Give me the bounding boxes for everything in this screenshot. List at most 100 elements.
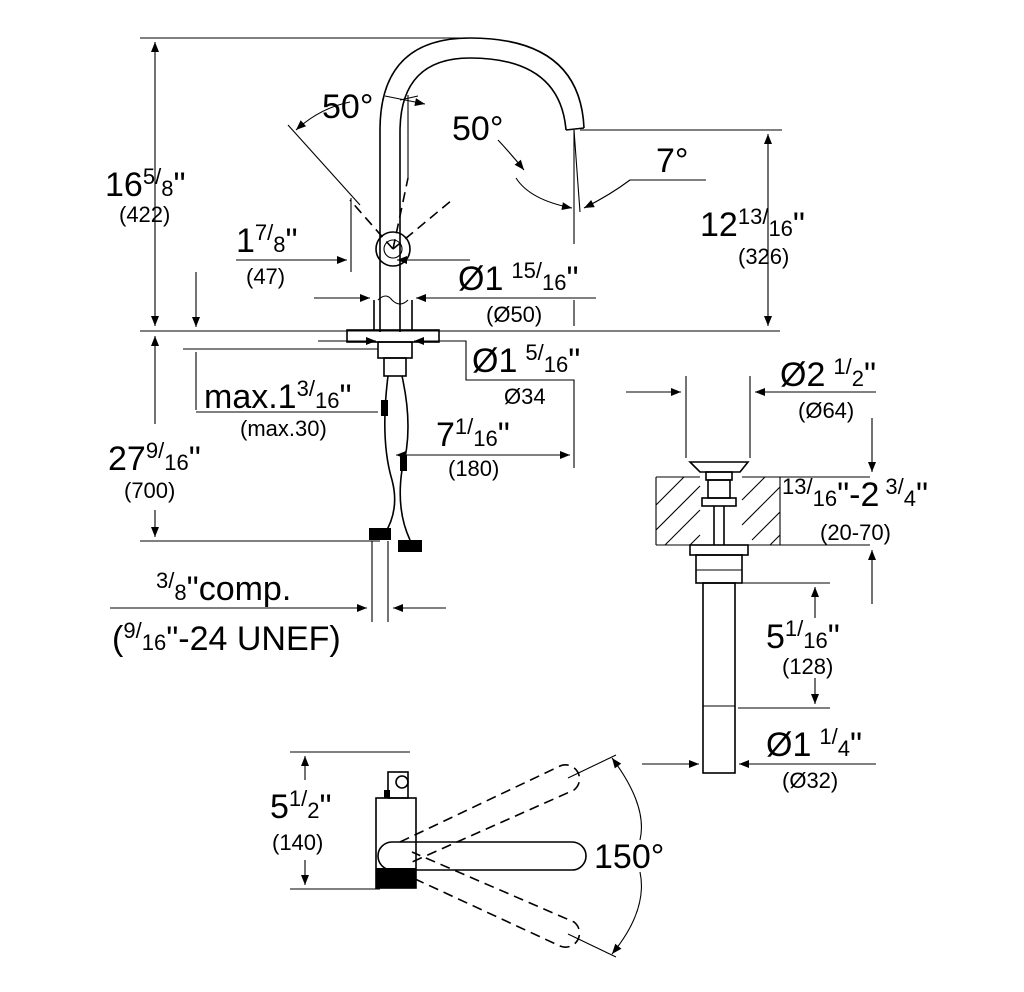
body [373,300,413,330]
handle-hub [375,231,411,267]
frac-sep: / [832,724,839,749]
thread-open: ( [112,620,124,658]
hose-band-2 [400,455,407,471]
svg-text:(9/16"-24 UNEF): (9/16"-24 UNEF) [112,618,341,658]
deck-thickness-metric: (max.30) [240,416,327,441]
drain-tail-diameter-metric: (Ø32) [782,768,838,793]
frac-sep: / [158,438,165,463]
svg-text:17/8": 17/8" [236,220,298,260]
handle-angle-left: 50° [322,88,373,126]
basin-section [655,476,870,546]
svg-text:Ø11/4": Ø11/4" [766,724,862,764]
svg-text:165/8": 165/8" [105,164,186,204]
frac-sep: / [267,220,274,245]
drain-tail-whole: 5 [766,618,785,656]
frac-sep: / [762,204,769,229]
plan-spout-center [377,841,587,871]
svg-text:3/8"comp.: 3/8"comp. [156,568,291,608]
plan-spout-swivel-up [399,764,581,863]
svg-text:13/16"-23/4": 13/16"-23/4" [782,474,928,514]
handle-position-right [392,199,453,250]
below-deck-den: 16 [164,450,188,475]
plan-depth-den: 2 [307,798,319,823]
handle-offset-metric: (47) [246,264,285,289]
spout-height-den: 16 [768,216,792,241]
svg-text:71/16": 71/16" [436,414,510,454]
spout-reach-den: 16 [473,426,497,451]
swivel-angle: 150° [594,838,664,876]
thread-text: "-24 UNEF) [166,620,341,658]
drain-range-unit: " [916,476,928,514]
drain-tail-diameter-unit: " [850,726,862,764]
body-diameter-prefix: Ø1 [458,260,503,298]
overall-height-whole: 16 [105,166,143,204]
faucet-plan-view [375,764,587,948]
shank-diameter-metric: Ø34 [504,384,546,409]
svg-text:51/2": 51/2" [270,786,332,826]
plan-depth-metric: (140) [272,830,323,855]
dim-spout-tilt: 7° [515,129,706,244]
dim-spout-reach: 71/16" (180) [396,400,575,481]
connection-den: 8 [174,580,186,605]
overall-height-den: 8 [161,176,173,201]
overall-height-unit: " [173,166,185,204]
connection-num: 3 [156,568,168,593]
shank-diameter-num: 5 [525,340,537,365]
frac-sep: / [301,786,308,811]
spout-reach-whole: 7 [436,416,455,454]
shank-diameter-prefix: Ø1 [472,342,517,380]
spout-height-metric: (326) [738,244,789,269]
deck-thickness-unit: " [339,378,351,416]
frac-sep: / [806,474,813,499]
drain-tail-num: 1 [785,616,797,641]
spout-height-whole: 12 [700,206,738,244]
body-diameter-num: 15 [511,258,535,283]
dim-plan-depth: 51/2" (140) [270,751,410,890]
frac-sep: / [538,340,545,365]
drain-range-num1: 13 [782,474,806,499]
deck-thickness-den: 16 [315,388,339,413]
drain-assembly [655,461,870,774]
drain-nut [689,544,749,556]
drain-top-prefix: Ø2 [780,356,825,394]
break-mark [377,295,409,305]
dim-handle-offset: 17/8" (47) [236,198,470,289]
drain-tail-metric: (128) [782,654,833,679]
hose-band-1 [381,400,388,416]
drain-tail-diameter-num: 1 [819,724,831,749]
spout-height-unit: " [793,206,805,244]
below-deck-whole: 27 [108,440,146,478]
drain-range-den2: 4 [904,486,916,511]
deck-thickness-num: 3 [297,376,309,401]
handle-offset-num: 7 [255,220,267,245]
spout-reach-metric: (180) [448,456,499,481]
handle-offset-whole: 1 [236,222,255,260]
plan-cartridge-pin [384,790,390,798]
hatch-right [741,476,781,546]
drain-ring [701,497,737,507]
svg-text:Ø21/2": Ø21/2" [780,354,876,394]
deck-flange [346,329,440,343]
dim-swivel-angle: 150° [567,754,664,958]
hatch-left [655,476,701,546]
frac-sep: / [136,618,143,643]
mounting-nut [377,341,413,359]
overall-height-num: 5 [143,164,155,189]
hose-fitting-left [369,528,391,540]
svg-text:max.13/16": max.13/16" [204,376,352,416]
drain-top-num: 1 [833,354,845,379]
spout-tilt-angle: 7° [656,142,689,180]
hose-fitting-right [398,540,422,552]
plan-depth-num: 1 [289,786,301,811]
shank-diameter-den: 16 [544,352,568,377]
drain-top-unit: " [864,356,876,394]
drain-range-mid: "-2 [837,476,879,514]
spout-outlet [565,127,585,131]
below-deck-unit: " [189,440,201,478]
handle-hub-inner [383,239,403,259]
below-deck-num: 9 [146,438,158,463]
